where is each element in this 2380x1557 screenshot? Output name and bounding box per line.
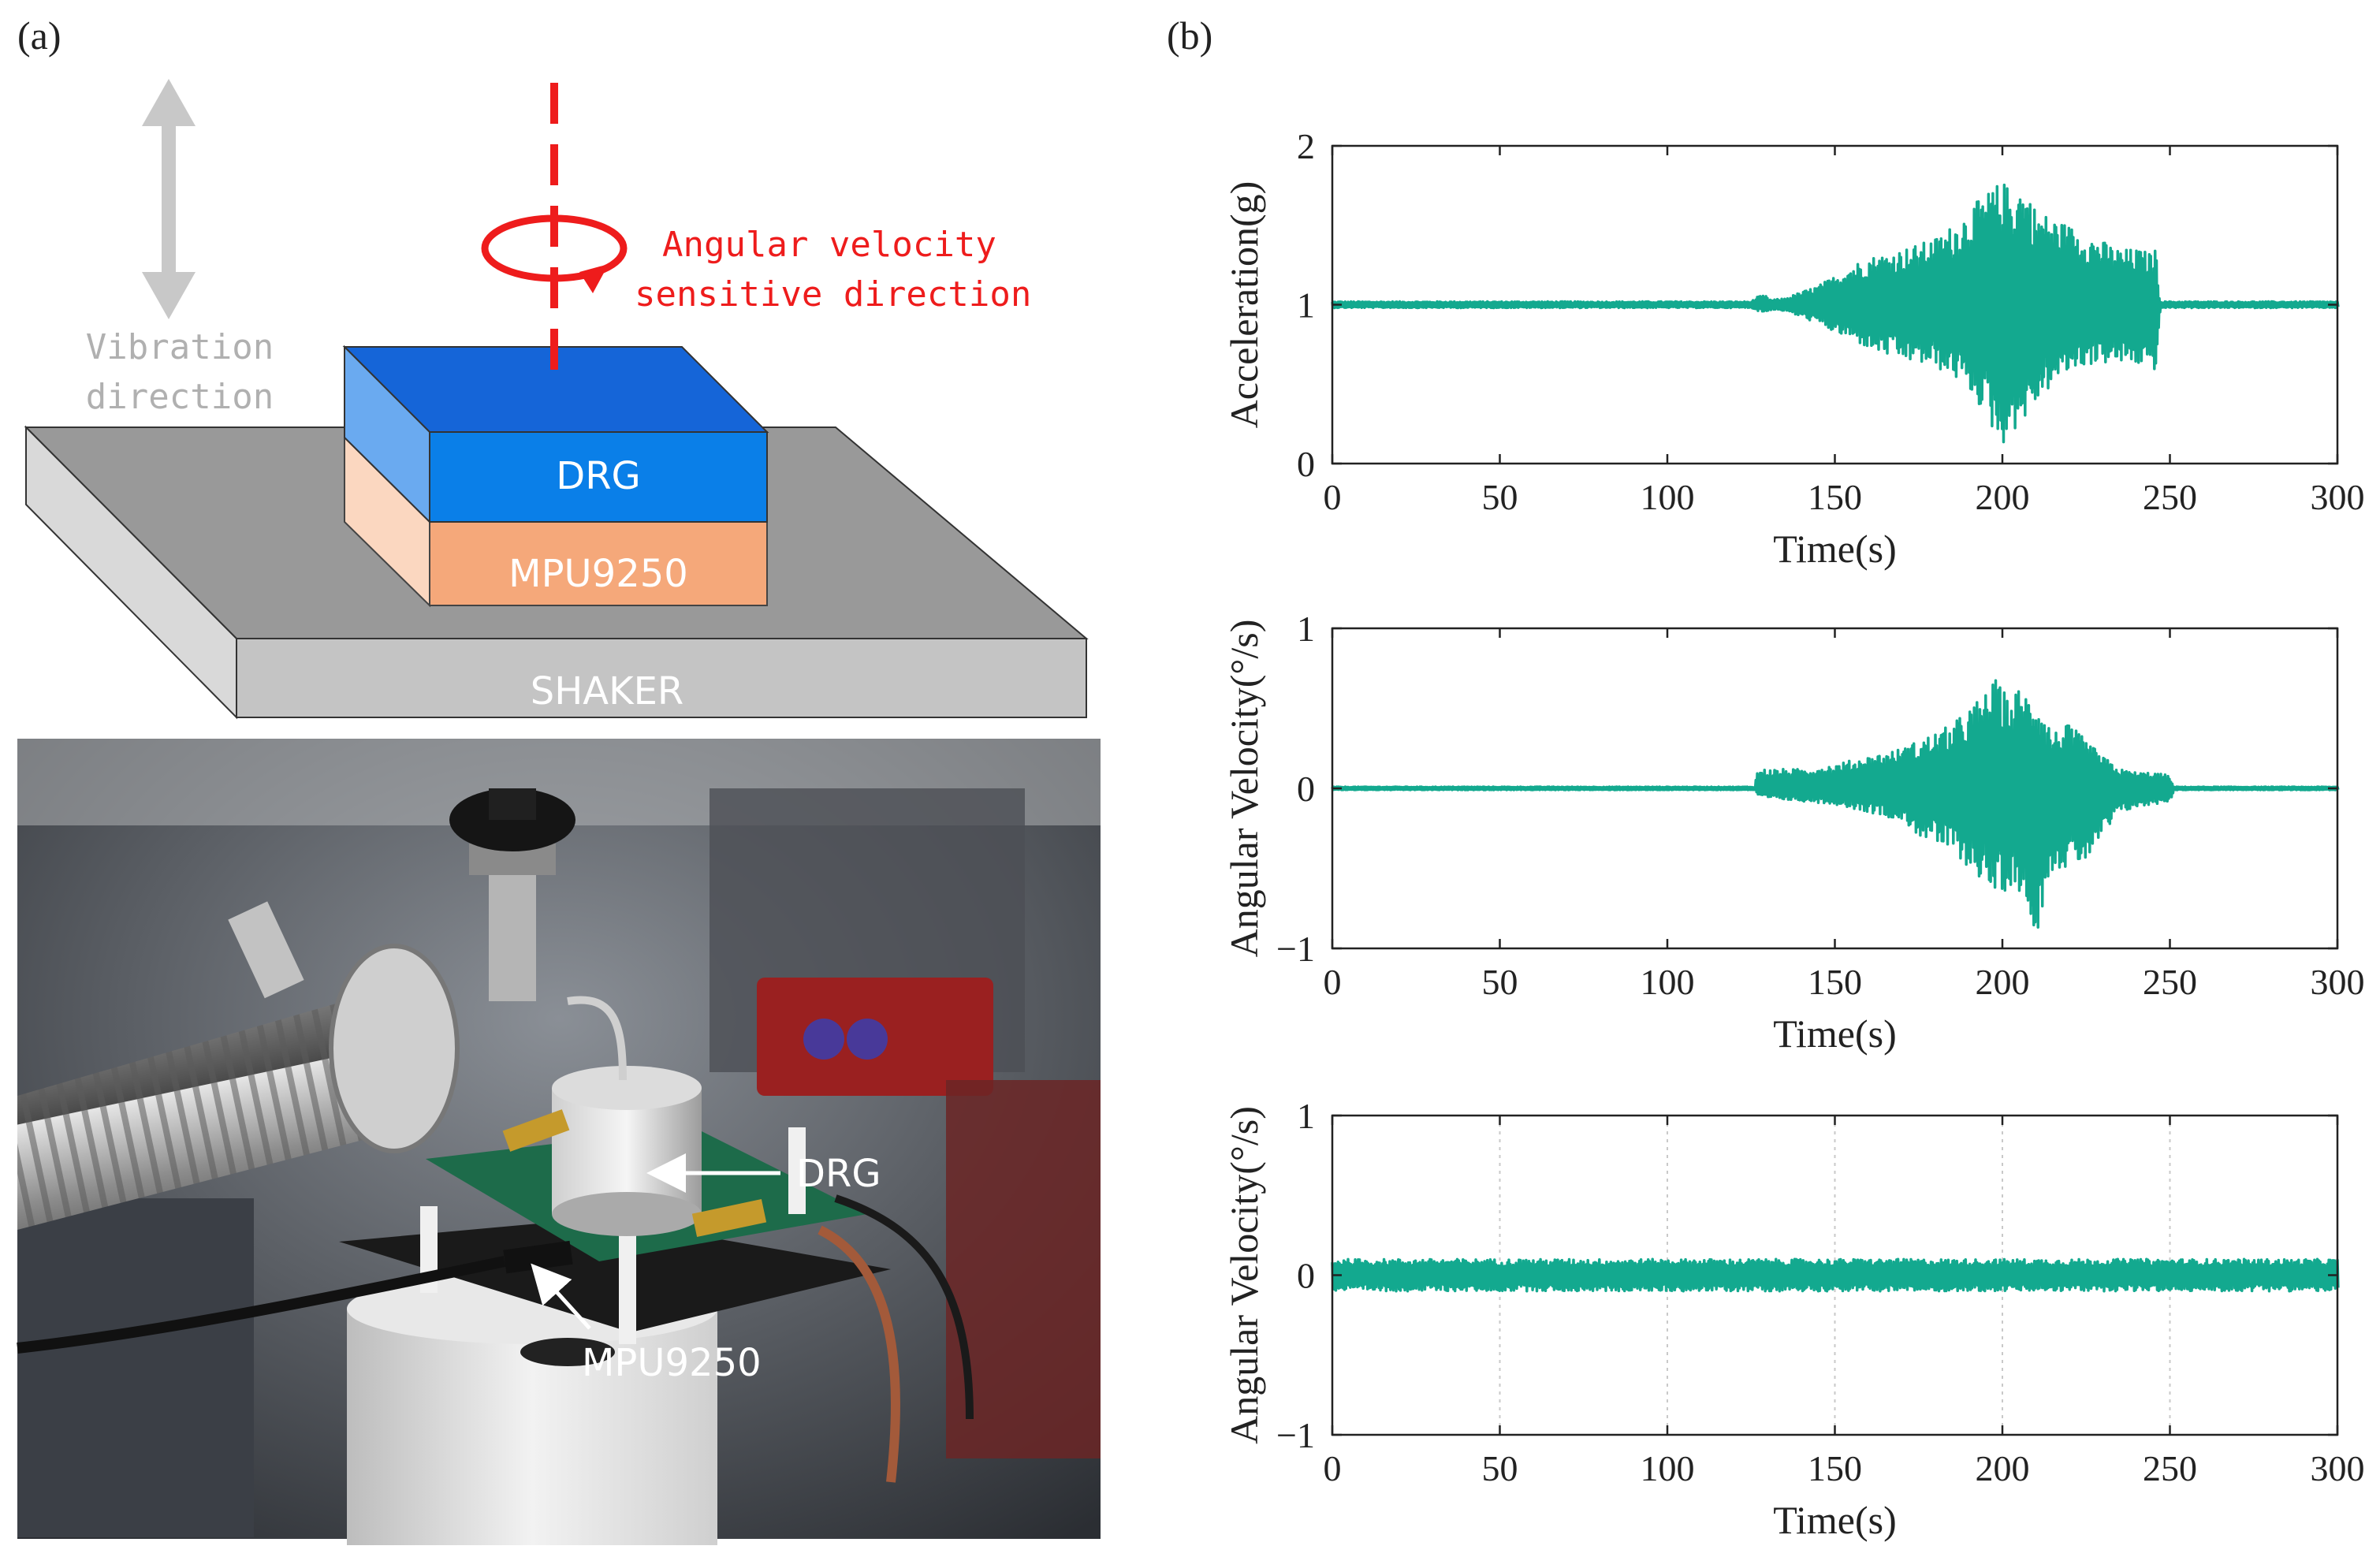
x-tick-label: 50 — [1482, 962, 1518, 1002]
x-tick-label: 150 — [1808, 477, 1862, 517]
angular-label-line2: sensitive direction — [635, 274, 1031, 315]
mpu-annotation-arrow — [531, 1263, 591, 1330]
x-tick-label: 250 — [2143, 1448, 2197, 1488]
y-tick-label: 1 — [1297, 1096, 1315, 1136]
signal-series — [1331, 679, 2340, 929]
signal-series — [1331, 1257, 2340, 1293]
x-tick-label: 200 — [1976, 962, 2030, 1002]
x-tick-label: 250 — [2143, 477, 2197, 517]
x-tick-label: 100 — [1641, 477, 1695, 517]
y-tick-label: 0 — [1297, 1256, 1315, 1296]
x-tick-label: 200 — [1976, 1448, 2030, 1488]
experiment-photo: DRG MPU9250 — [17, 739, 1101, 1545]
y-tick-label: 2 — [1297, 126, 1315, 166]
x-tick-label: 50 — [1482, 477, 1518, 517]
y-axis-label: Acceleration(g) — [1222, 181, 1266, 429]
mounting-plate — [339, 1218, 891, 1332]
x-tick-label: 0 — [1324, 1448, 1342, 1488]
drg-annotation: DRG — [796, 1152, 881, 1196]
mpu9250-block — [344, 435, 768, 608]
vibration-direction-arrow — [142, 79, 196, 319]
mpu9250-label: MPU9250 — [508, 552, 688, 596]
panel-b-label: (b) — [1167, 13, 1212, 58]
x-tick-label: 150 — [1808, 1448, 1862, 1488]
angular-velocity-axis — [481, 83, 628, 390]
y-tick-label: −1 — [1276, 1415, 1315, 1455]
y-tick-label: 0 — [1297, 444, 1315, 484]
valve-stem — [489, 867, 536, 1001]
x-tick-label: 0 — [1324, 477, 1342, 517]
panel-a-label: (a) — [17, 13, 61, 58]
y-tick-label: −1 — [1276, 929, 1315, 969]
vibration-label-line2: direction — [86, 377, 274, 417]
x-axis-label: Time(s) — [1773, 1498, 1897, 1542]
angular-label-line1: Angular velocity — [662, 225, 996, 265]
x-tick-label: 100 — [1641, 962, 1695, 1002]
shaker-label: SHAKER — [531, 669, 684, 713]
drg-block — [342, 345, 769, 524]
x-tick-label: 0 — [1324, 962, 1342, 1002]
x-tick-label: 300 — [2311, 1448, 2365, 1488]
x-axis-label: Time(s) — [1773, 1011, 1897, 1056]
x-tick-label: 300 — [2311, 477, 2365, 517]
y-tick-label: 1 — [1297, 609, 1315, 649]
x-tick-label: 250 — [2143, 962, 2197, 1002]
x-tick-label: 150 — [1808, 962, 1862, 1002]
y-axis-label: Angular Velocity(°/s) — [1222, 1106, 1266, 1444]
x-tick-label: 100 — [1641, 1448, 1695, 1488]
y-tick-label: 0 — [1297, 769, 1315, 809]
signal-series — [1331, 183, 2340, 444]
drg-label: DRG — [556, 454, 641, 498]
setup-diagram: Vibration direction SHAKER MPU9250 DRG — [24, 79, 1089, 720]
y-axis-label: Angular Velocity(°/s) — [1222, 620, 1266, 958]
x-axis-label: Time(s) — [1773, 527, 1897, 571]
mpu-annotation: MPU9250 — [582, 1341, 762, 1385]
vibration-label-line1: Vibration — [86, 327, 274, 367]
y-tick-label: 1 — [1297, 285, 1315, 326]
kf-clamp — [329, 944, 460, 1153]
x-tick-label: 300 — [2311, 962, 2365, 1002]
x-tick-label: 50 — [1482, 1448, 1518, 1488]
x-tick-label: 200 — [1976, 477, 2030, 517]
